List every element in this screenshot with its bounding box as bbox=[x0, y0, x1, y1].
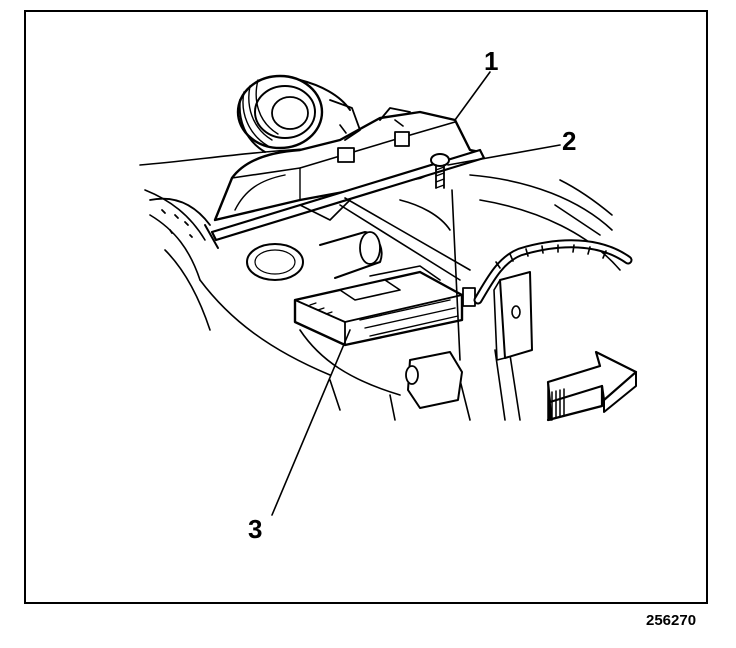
air-cleaner-housing bbox=[213, 74, 482, 222]
cylinder-component bbox=[319, 231, 383, 279]
callout-1: 1 bbox=[484, 46, 499, 76]
fender bbox=[149, 197, 211, 238]
control-module bbox=[293, 265, 476, 347]
callout-2: 2 bbox=[562, 126, 577, 156]
wiring-harness bbox=[473, 239, 633, 305]
support-bracket bbox=[493, 271, 533, 361]
arrow-right-icon bbox=[546, 350, 638, 422]
coolant-fitting bbox=[405, 351, 463, 409]
callout-3: 3 bbox=[248, 514, 263, 544]
panel-opening bbox=[246, 243, 304, 281]
leader-lines bbox=[271, 71, 561, 516]
retaining-bolt bbox=[430, 153, 450, 189]
figure-id: 256270 bbox=[646, 612, 697, 629]
